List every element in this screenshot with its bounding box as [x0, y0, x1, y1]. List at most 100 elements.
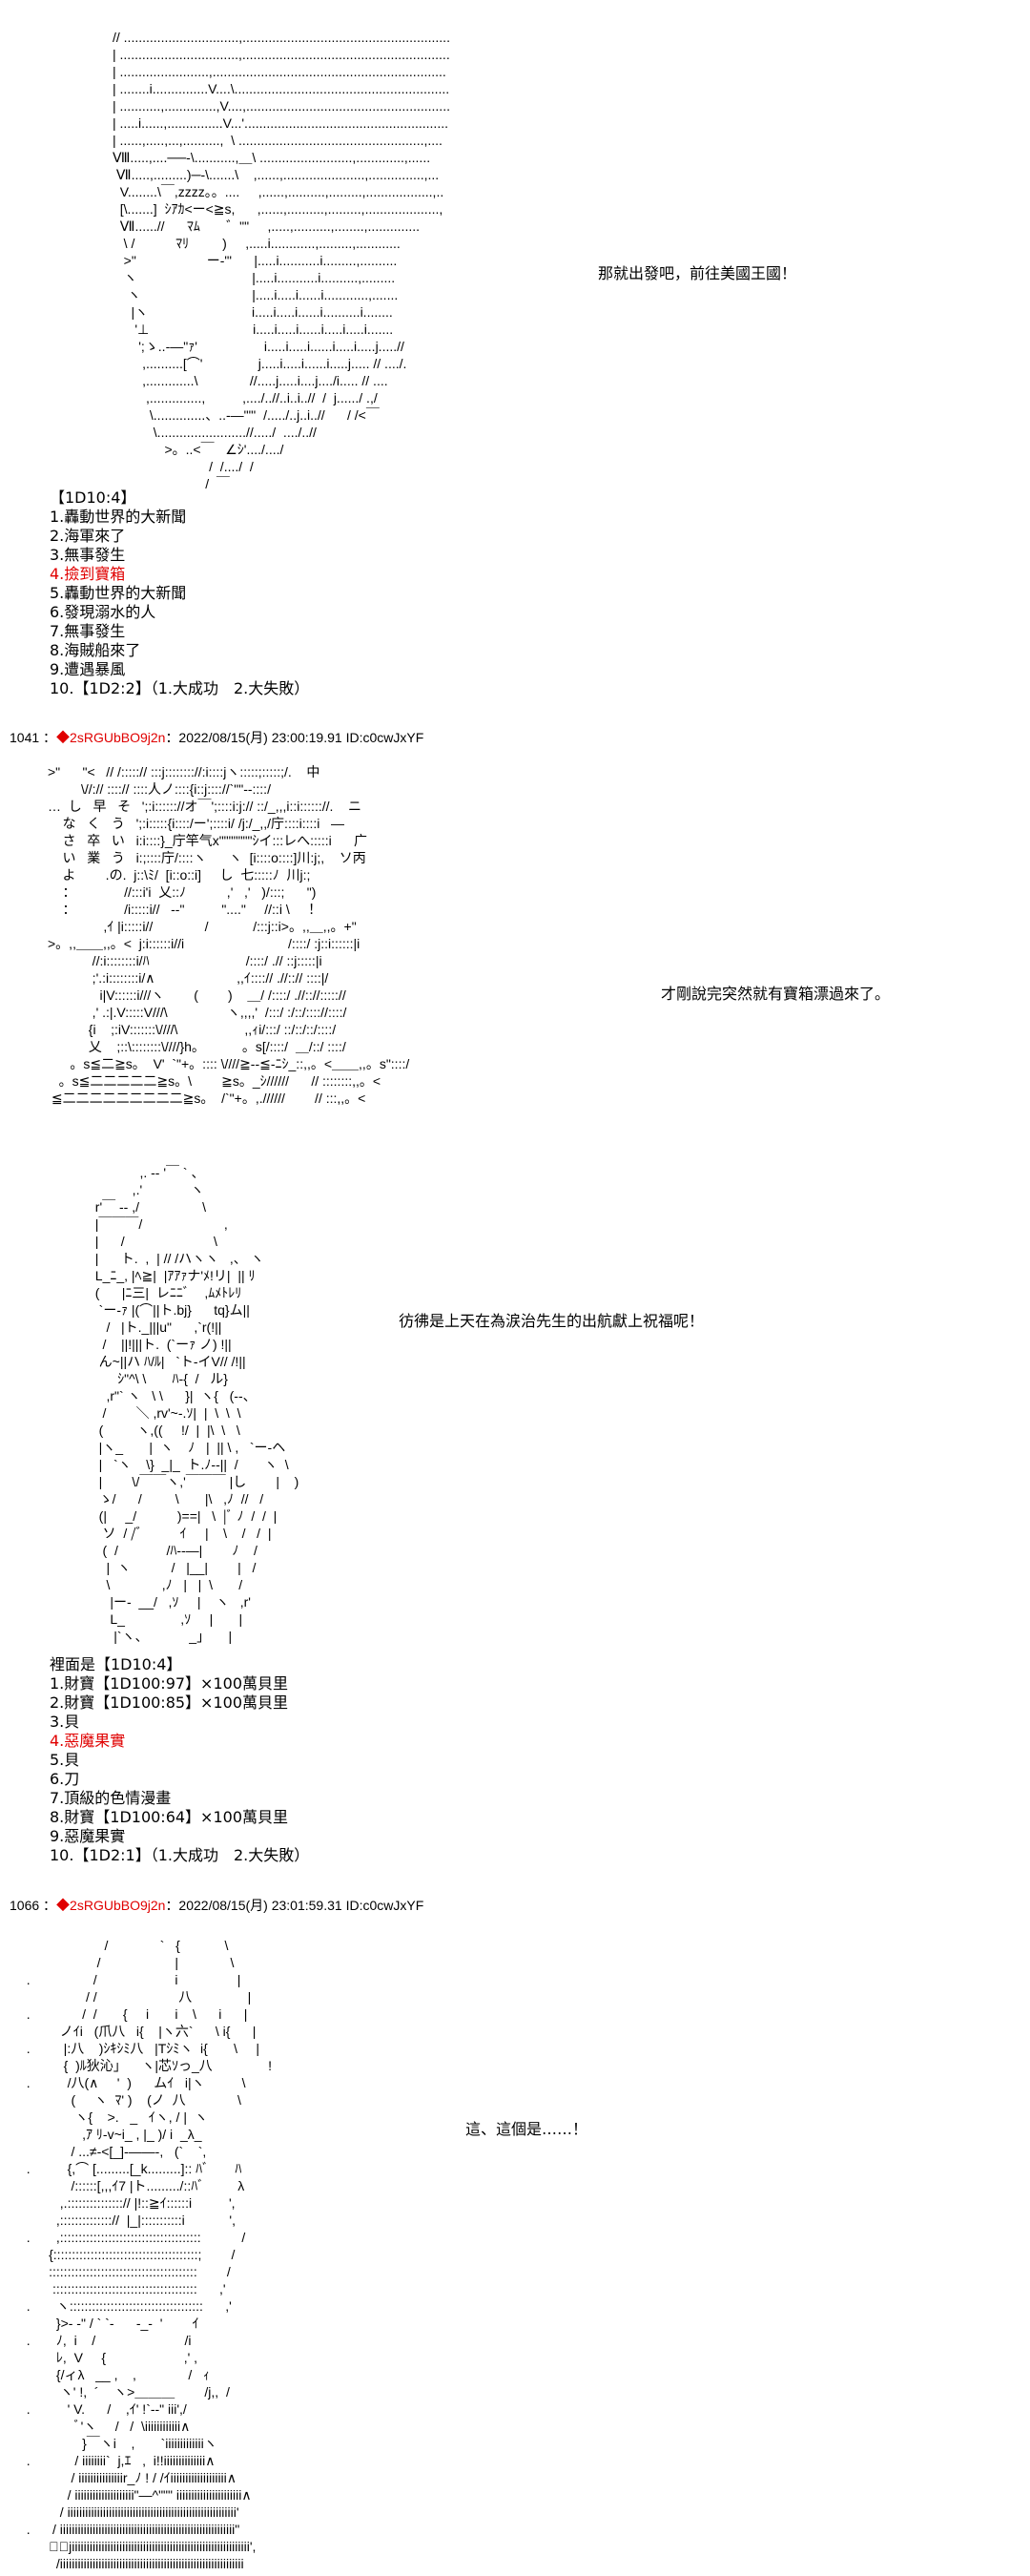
ascii-art-line: ヽ{ >. _ ｲヽ, / | ヽ — [19, 2109, 208, 2125]
roll-option: 6.刀 — [50, 1770, 80, 1788]
ascii-art-line: }￣ヽi , `iiiiiiiiiiiiiヽ — [19, 2436, 217, 2451]
ascii-art-line: L_ ,ｿ | | — [88, 1611, 243, 1627]
ascii-art-line: ,ｱ ﾘ-v~i_ , |_ )/ i _λ_ — [19, 2127, 202, 2142]
ascii-art-line: ソ / /ﾞ ｲ | \ / / | — [88, 1526, 272, 1541]
ascii-art-line: | ........................,.............… — [113, 64, 446, 79]
ascii-art-line: {:::::::::::::::::::::::::::::::::::::::… — [19, 2247, 236, 2262]
dialogue-line: 才剛說完突然就有寶箱漂過來了。 — [661, 985, 891, 1003]
ascii-art-line: ,..........[⌒' j.....i.....i......i.....… — [113, 356, 407, 371]
roll-option: 5.轟動世界的大新聞 — [50, 584, 187, 602]
ascii-art-line: / iiiiiiiiiiiiiiiiiiiiiiiiiiiiiiiiiiiiii… — [19, 2504, 239, 2520]
ascii-art-line: |￣￣￣/ , — [88, 1216, 228, 1232]
ascii-art-line: {/ィλ __ , , / ｨ — [19, 2367, 210, 2382]
ascii-art-luffy-smile: // ...............................,.....… — [113, 29, 450, 492]
ascii-art-line: { )ﾙ狄沁」 ヽ|芯ｿっ_八 ! — [19, 2058, 273, 2073]
ascii-art-line: い 業 う i:;::::庁/::::ヽ ヽ [i::::o::::]川:j;,… — [48, 850, 366, 865]
roll-option: 9.惡魔果實 — [50, 1827, 126, 1845]
ascii-art-line: / / 八 | — [19, 1989, 252, 2005]
ascii-art-line: ,.............., ,..../..//..i..i..// / … — [113, 390, 378, 405]
roll-option: 3.貝 — [50, 1713, 80, 1731]
ascii-art-line: // ...............................,.....… — [113, 30, 450, 45]
ascii-art-line: ヽ |.....i.....i......i............,.....… — [113, 287, 399, 302]
ascii-art-line: . |:八 )ｼｷｼﾐ八 |Tｼﾐヽ i{ \ | — [19, 2041, 260, 2056]
ascii-art-line: | ........i...............V....\........… — [113, 81, 450, 96]
roll-option: 6.發現溺水的人 — [50, 603, 156, 621]
post-number: 1066 ： — [10, 1898, 57, 1913]
ascii-art-line: ,r"` ヽ \ \ }| ヽ{ (‐-、 — [88, 1388, 257, 1403]
ascii-art-line: >。,,＿＿,,。< j:i::::::i//i /::::/ :j::i:::… — [48, 936, 360, 951]
ascii-art-line: //:i::::::::i/ﾊ /::::/ .// ::j:::::|i — [48, 953, 322, 968]
ascii-art-line: | ...........,..............,V....,.....… — [113, 98, 450, 114]
ascii-art-line: |ー- __/ ,ｿ | ヽ ,r' — [88, 1594, 251, 1610]
ascii-art-line: Ⅶ......// ﾏﾑ ゛"" ,.....,..........,.....… — [113, 218, 420, 234]
ascii-art-line: / /..../ / — [113, 459, 254, 474]
ascii-art-line: よ .の. j::\ﾐ/ [i::o::i] し 七:::::ﾉ 川j:; — [48, 867, 311, 883]
ascii-art-line: | ト. , | // /ハヽヽ ,、 ヽ — [88, 1251, 264, 1266]
ascii-art-line: ::::::::::::::::::::::::::::::::::::::: … — [19, 2281, 226, 2296]
dialogue-line: 那就出發吧，前往美國王國！ — [598, 264, 797, 282]
ascii-art-line: ,::::::::::::::// |_|:::::::::::i ', — [19, 2212, 236, 2228]
roll-option: 2.財寶【1D100:85】×100萬貝里 — [50, 1693, 289, 1712]
ascii-art-line: | ヽ / |__| | / — [88, 1560, 257, 1575]
ascii-art-line: | .....i......,...............V...'.....… — [113, 115, 448, 131]
ascii-art-line: . ' V. / ,ｲ' !`-‐" iii',/ — [19, 2401, 187, 2417]
roll-option: 7.頂級的色情漫畫 — [50, 1789, 172, 1807]
ascii-art-line: ,.:::::::::::::::// |!::≧ｲ::::::i ', — [19, 2195, 236, 2211]
post-meta: ：2022/08/15(月) 23:00:19.91 ID:c0cwJxYF — [165, 730, 424, 745]
roll-option: 10.【1D2:1】（1.大成功 2.大失敗） — [50, 1846, 310, 1864]
ascii-art-line: ,' .:|.V:::::V///\ ヽ,,,,' /:::/ :/::/:::… — [48, 1005, 347, 1020]
ascii-art-line: Ⅷ.....,....──-\...........,＿\ ..........… — [113, 150, 431, 165]
dialogue-line: 這、這個是……！ — [465, 2120, 588, 2138]
ascii-art-line: r'￣ ‐- ,/ \ — [88, 1199, 207, 1215]
ascii-art-line: |`ヽ、 _」 | — [88, 1629, 233, 1644]
ascii-art-line: | `ヽ \} _|_ ト.ﾉ-‐|| / ヽ \ — [88, 1457, 289, 1472]
ascii-art-line: ん~||ハ ﾊ/ﾙ| `ト-イV// /!|| — [88, 1354, 246, 1369]
ascii-art-line: / | \ — [19, 1955, 235, 1970]
ascii-art-line: / iiiiiiiiiiiiiiiiiiii"―^""" iiiiiiiiiii… — [19, 2487, 252, 2503]
ascii-art-line: ≦二二二二二二二二二≧s。 /`"+。,.////// // :::,,。< — [48, 1091, 366, 1106]
ascii-art-line: | / \ — [88, 1234, 217, 1249]
ascii-art-character-surprised: / ` { \ / | \ . / i | / / 八 — [19, 1937, 272, 2572]
ascii-art-line: i|V::::::i///ヽ ( ) ＿/ /::::/ .//:://::::… — [48, 987, 346, 1003]
ascii-art-line: . /八(∧ ' ) ムｲ i|ヽ \ — [19, 2075, 246, 2090]
ascii-art-line: / |ト._|||u" ,`r(!|| — [88, 1319, 222, 1335]
ascii-art-line: ,.' ヽ — [88, 1182, 204, 1197]
ascii-art-line: >" ー-"' |.....i...........i.........,...… — [113, 253, 398, 268]
ascii-art-line: 。s≦二二二二二≧s。\ ≧s。_ｼ////// // ::::::::,,。< — [48, 1073, 381, 1089]
ascii-art-line: . ヽ:::::::::::::::::::::::::::::::::::: … — [19, 2298, 232, 2314]
ascii-art-line: \..............、..-―""' /...../..j..i../… — [113, 407, 380, 423]
ascii-art-line: な く う ';:i:::::{i::::/ー';::::i/ /j:/_,,/… — [48, 816, 345, 831]
ascii-art-line: (| _/ )==| \ |ﾞ ﾉ / / | — [88, 1508, 278, 1524]
ascii-art-line: . / iiiiiiiiiiiiiiiiiiiiiiiiiiiiiiiiiiii… — [19, 2522, 240, 2537]
ascii-art-line: >" "< // /:::::// :::j:::::::://:i::::jヽ… — [48, 764, 320, 779]
roll-option: 9.遭遇暴風 — [50, 660, 126, 678]
ascii-art-line: '⊥ i.....i.....i......i.....i.....i.....… — [113, 322, 394, 337]
roll-title: 裡面是【1D10:4】 — [50, 1655, 182, 1673]
ascii-art-line: 。s≦二≧s。 V' `"+。:::: \////≧-‐≦-ﾆｼ_::,,。<＿… — [48, 1056, 410, 1071]
ascii-art-line: ;'.:i::::::::i/∧ ,,ｲ::::// .//::// ::::|… — [48, 970, 329, 986]
roll-option: 1.轟動世界的大新聞 — [50, 508, 187, 526]
ascii-art-line: | ................................,.....… — [113, 47, 450, 62]
ascii-art-line: ,.............\ //.....j.....i....j..../… — [113, 373, 388, 388]
poster-trip-link[interactable]: ◆2sRGUbBO9j2n — [56, 730, 166, 745]
ascii-art-line: `ー-ｧ |(⌒||ト.bj} tq}ム|| — [88, 1302, 250, 1318]
ascii-art-line: | \/￣￣ヽ,'￣￣￣ |し | ) — [88, 1474, 299, 1489]
ascii-art-line: ： /i:::::i// -‐" "...." //::i \ ！ — [48, 902, 322, 917]
ascii-art-line: / ...≠-<[_]-――-, (` `, — [19, 2144, 207, 2159]
ascii-art-line: ( ヽ,(( !/ | |\ \ \ — [88, 1423, 240, 1438]
poster-trip-link[interactable]: ◆2sRGUbBO9j2n — [56, 1898, 166, 1913]
ascii-art-line: / ||!|||ト. (`ーｧ ノ) !|| — [88, 1337, 232, 1352]
ascii-art-line: ( / /ﾊ--―| ﾉ / — [88, 1543, 258, 1558]
ascii-art-line: ｼ"^\ \ ﾊ-{ / ル} — [88, 1371, 228, 1386]
ascii-art-line: ,ｲ |i:::::i// / /:::j::i>。,,＿,,。+" — [48, 919, 357, 934]
roll-option: 4.惡魔果實 — [50, 1732, 126, 1750]
ascii-art-line: ﾚ, V { ,' , — [19, 2350, 198, 2365]
roll-option: 8.財寶【1D100:64】×100萬貝里 — [50, 1808, 289, 1826]
dialogue-line: 彷彿是上天在為涙治先生的出航獻上祝福呢！ — [399, 1312, 705, 1330]
ascii-art-line: \ ,ﾉ | | \ / — [88, 1577, 243, 1592]
ascii-art-line: / ￣ — [113, 476, 230, 491]
ascii-art-line: |ヽ i.....i.....i......i..........i......… — [113, 304, 393, 320]
ascii-art-line: ： //:::i'i 乂::ﾉ ,' ,' )/:::; ") — [48, 884, 317, 900]
ascii-art-line: / iiiiiiiiiiiiiiir_ﾉ ! / /ｲiiiiiiiiiiiii… — [19, 2470, 237, 2485]
